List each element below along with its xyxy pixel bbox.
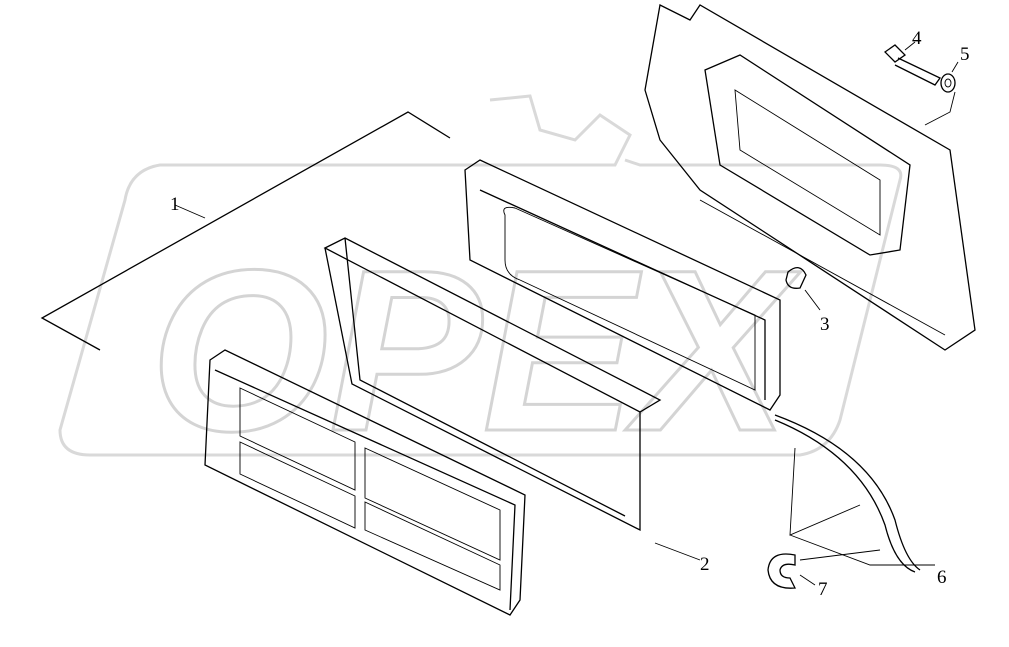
- part-6-seal: [774, 414, 935, 573]
- grille-panel: [204, 349, 526, 616]
- part-5-washer: [924, 61, 959, 126]
- callout-2: 2: [700, 554, 710, 575]
- part-3-clip: [785, 267, 821, 311]
- part-4-bolt: [883, 41, 941, 86]
- callout-1: 1: [170, 194, 180, 215]
- callout-5: 5: [960, 44, 970, 65]
- watermark-text: OPEX: [150, 222, 801, 479]
- callout-3: 3: [820, 314, 830, 335]
- part-2-frame: [323, 237, 701, 561]
- part-7-clip: [767, 549, 881, 589]
- callout-4: 4: [912, 28, 922, 49]
- part-1-sheet: [40, 111, 451, 351]
- callout-6: 6: [937, 567, 947, 588]
- body-panel: [644, 4, 976, 351]
- callout-7: 7: [818, 579, 828, 600]
- window-frame: [464, 159, 781, 411]
- watermark-logo: OPEX: [58, 94, 903, 481]
